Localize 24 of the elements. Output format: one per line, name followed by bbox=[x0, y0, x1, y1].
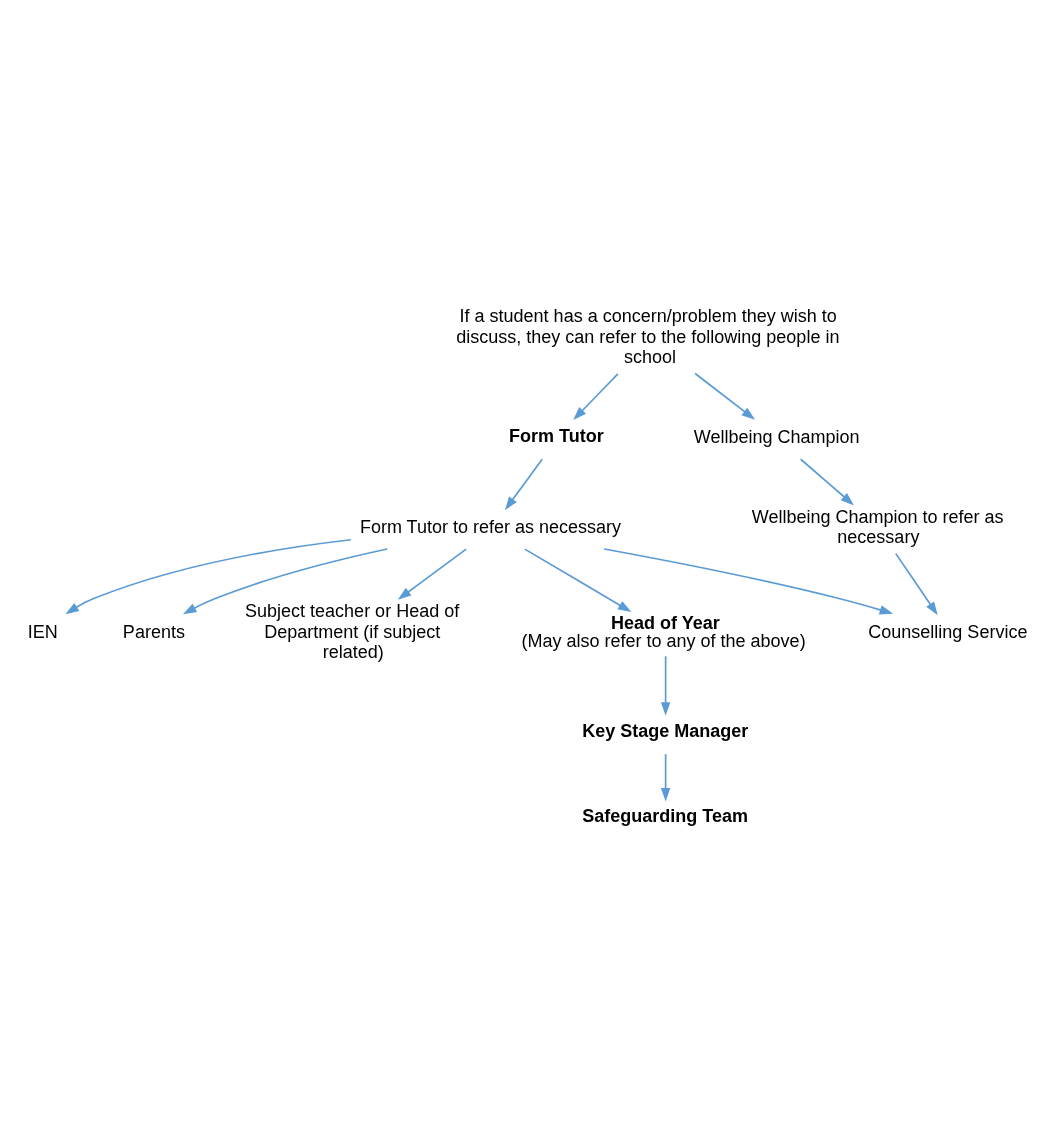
arrow bbox=[660, 752, 671, 801]
node-text: Wellbeing Champion to refer as necessary bbox=[751, 506, 1004, 547]
node-text: IEN bbox=[27, 621, 58, 642]
arrow bbox=[799, 457, 855, 505]
arrow bbox=[894, 552, 938, 615]
arrow bbox=[524, 547, 632, 612]
node-text: Form Tutor to refer as necessary bbox=[359, 516, 621, 537]
node-text: If a student has a concern/problem they wish to discuss, they can refer to the following people in school bbox=[456, 305, 840, 367]
node-text: Key Stage Manager bbox=[582, 720, 749, 741]
node-text: Parents bbox=[122, 621, 185, 642]
arrow bbox=[603, 547, 894, 614]
arrow bbox=[504, 457, 543, 510]
arrow bbox=[397, 547, 467, 600]
arrow bbox=[573, 372, 619, 420]
node-text: Wellbeing Champion bbox=[693, 426, 860, 447]
node-text: Counselling Service bbox=[868, 621, 1028, 642]
node-text: Head of Year (May also refer to any of the above) bbox=[521, 612, 806, 651]
arrow bbox=[660, 654, 671, 716]
arrow bbox=[182, 547, 389, 614]
node-text: Safeguarding Team bbox=[582, 805, 748, 826]
node-text: Subject teacher or Head of Department (if subject related) bbox=[245, 600, 460, 662]
arrow bbox=[65, 538, 352, 614]
node-text: Form Tutor bbox=[509, 425, 604, 446]
arrow bbox=[694, 372, 756, 420]
